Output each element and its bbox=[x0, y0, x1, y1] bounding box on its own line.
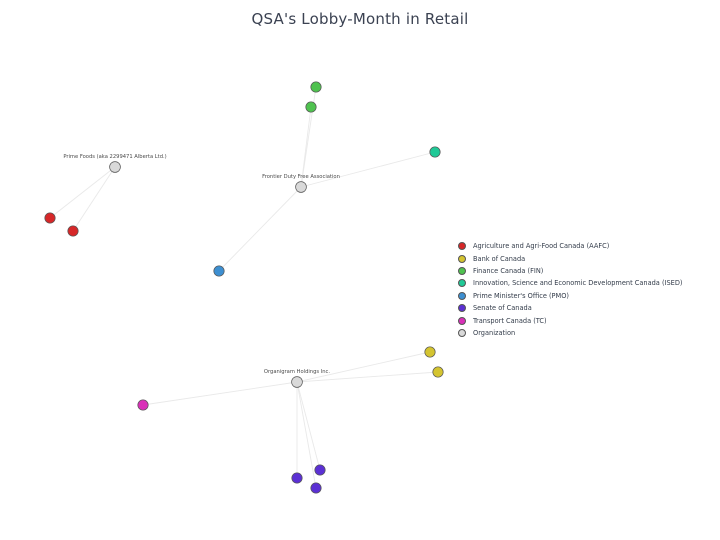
graph-node[interactable] bbox=[305, 101, 317, 113]
legend-swatch-icon bbox=[458, 266, 466, 275]
graph-edge bbox=[49, 166, 116, 219]
graph-node[interactable] bbox=[310, 81, 322, 93]
graph-node-label: Organigram Holdings Inc. bbox=[264, 369, 330, 375]
graph-node-label: Frontier Duty Free Association bbox=[262, 174, 340, 180]
legend-item[interactable]: Prime Minister's Office (PMO) bbox=[458, 290, 718, 302]
legend-item-label: Bank of Canada bbox=[473, 254, 526, 263]
graph-edge bbox=[72, 166, 116, 232]
node-label-layer: Prime Foods (aka 2299471 Alberta Ltd.) Fr… bbox=[63, 154, 340, 375]
legend-swatch-icon bbox=[458, 304, 466, 313]
graph-node[interactable] bbox=[291, 376, 303, 388]
graph-node[interactable] bbox=[291, 472, 303, 484]
legend-item[interactable]: Organization bbox=[458, 327, 718, 339]
legend-item[interactable]: Finance Canada (FIN) bbox=[458, 265, 718, 277]
graph-node[interactable] bbox=[109, 161, 121, 173]
legend-item[interactable]: Bank of Canada bbox=[458, 252, 718, 264]
graph-node[interactable] bbox=[314, 464, 326, 476]
graph-edge bbox=[296, 381, 321, 471]
graph-node[interactable] bbox=[67, 225, 79, 237]
graph-node[interactable] bbox=[432, 366, 444, 378]
legend-item[interactable]: Senate of Canada bbox=[458, 302, 718, 314]
legend-item-label: Finance Canada (FIN) bbox=[473, 266, 544, 275]
legend-swatch-icon bbox=[458, 279, 466, 288]
graph-edge bbox=[296, 371, 439, 383]
graph-edge bbox=[296, 381, 317, 489]
legend-swatch-icon bbox=[458, 291, 466, 300]
edge-layer bbox=[49, 86, 439, 489]
legend-item-label: Senate of Canada bbox=[473, 304, 532, 313]
legend: Agriculture and Agri-Food Canada (AAFC) B… bbox=[458, 240, 718, 339]
legend-item[interactable]: Innovation, Science and Economic Develop… bbox=[458, 277, 718, 289]
legend-swatch-icon bbox=[458, 254, 466, 263]
graph-node[interactable] bbox=[424, 346, 436, 358]
legend-swatch-icon bbox=[458, 316, 466, 325]
graph-node[interactable] bbox=[137, 399, 149, 411]
legend-item[interactable]: Agriculture and Agri-Food Canada (AAFC) bbox=[458, 240, 718, 252]
legend-item-label: Innovation, Science and Economic Develop… bbox=[473, 279, 683, 288]
graph-node[interactable] bbox=[44, 212, 56, 224]
legend-item-label: Transport Canada (TC) bbox=[473, 316, 547, 325]
legend-swatch-icon bbox=[458, 328, 466, 337]
graph-edge bbox=[300, 151, 436, 188]
graph-node[interactable] bbox=[310, 482, 322, 494]
graph-node-label: Prime Foods (aka 2299471 Alberta Ltd.) bbox=[63, 154, 166, 160]
node-layer bbox=[44, 81, 444, 494]
graph-edge bbox=[296, 351, 431, 383]
page-title: QSA's Lobby-Month in Retail bbox=[251, 10, 469, 28]
legend-swatch-icon bbox=[458, 242, 466, 251]
graph-edge bbox=[300, 106, 312, 188]
legend-item-label: Organization bbox=[473, 328, 516, 337]
legend-item-label: Agriculture and Agri-Food Canada (AAFC) bbox=[473, 242, 610, 251]
graph-edge bbox=[218, 186, 302, 272]
graph-edge bbox=[142, 381, 298, 406]
graph-node[interactable] bbox=[429, 146, 441, 158]
legend-item[interactable]: Transport Canada (TC) bbox=[458, 314, 718, 326]
graph-node[interactable] bbox=[213, 265, 225, 277]
legend-item-label: Prime Minister's Office (PMO) bbox=[473, 291, 569, 300]
graph-node[interactable] bbox=[295, 181, 307, 193]
